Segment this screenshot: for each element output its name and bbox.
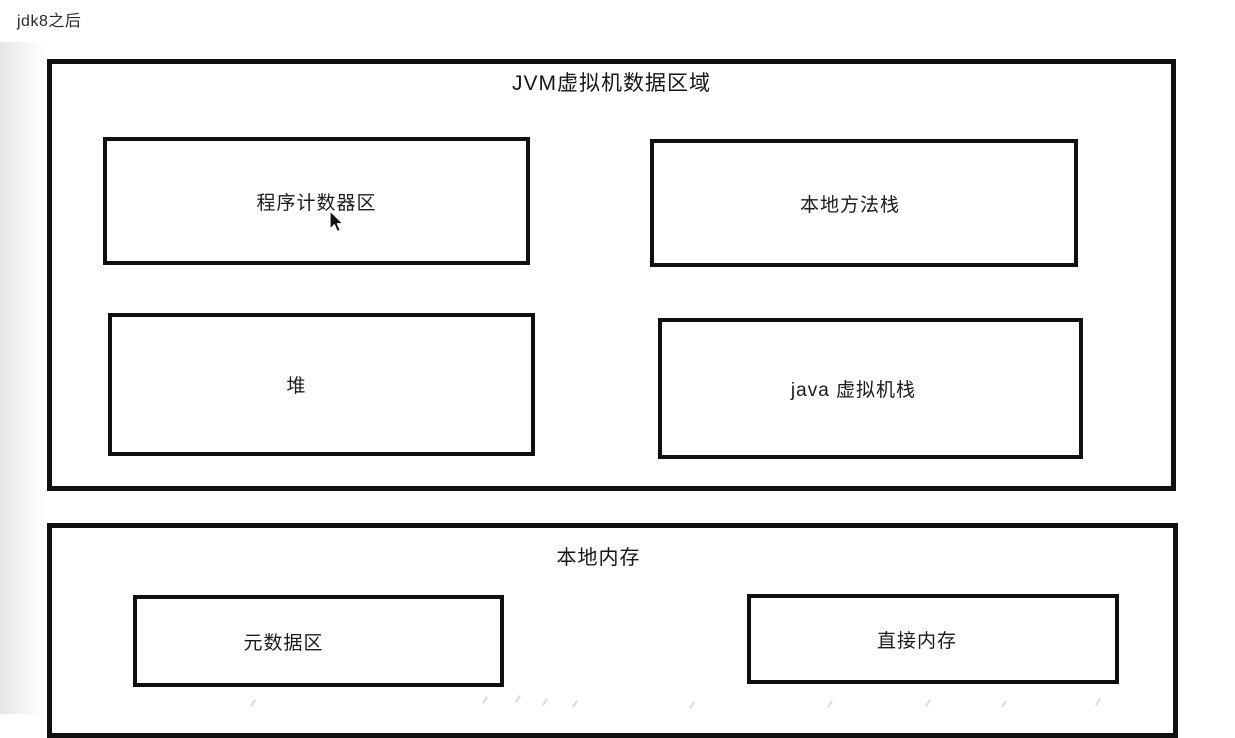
page-edge-shade [0,42,47,714]
program-counter-label: 程序计数器区 [256,192,377,214]
native-method-stack-label: 本地方法栈 [799,194,900,216]
native-section-title: 本地内存 [52,541,1173,570]
native-memory-box: 本地内存 元数据区 直接内存 [47,523,1178,738]
page-title: jdk8之后 [17,13,82,30]
arrow-cursor-icon [329,210,344,233]
box-native-method-stack: 本地方法栈 [650,139,1078,267]
box-direct-memory: 直接内存 [747,594,1119,684]
direct-memory-label: 直接内存 [876,630,957,652]
box-java-vm-stack: java 虚拟机栈 [658,318,1083,459]
box-program-counter: 程序计数器区 [103,137,530,265]
native-section-title-text: 本地内存 [556,547,641,569]
metaspace-label: 元数据区 [243,632,324,654]
box-metaspace: 元数据区 [133,595,504,687]
box-heap: 堆 [108,313,535,456]
jvm-data-area-box: JVM虚拟机数据区域 程序计数器区 本地方法栈 堆 java 虚拟机栈 [47,59,1176,491]
heap-label: 堆 [286,376,307,397]
jvm-section-title: JVM虚拟机数据区域 [512,72,711,95]
java-vm-stack-label: java 虚拟机栈 [790,380,917,401]
